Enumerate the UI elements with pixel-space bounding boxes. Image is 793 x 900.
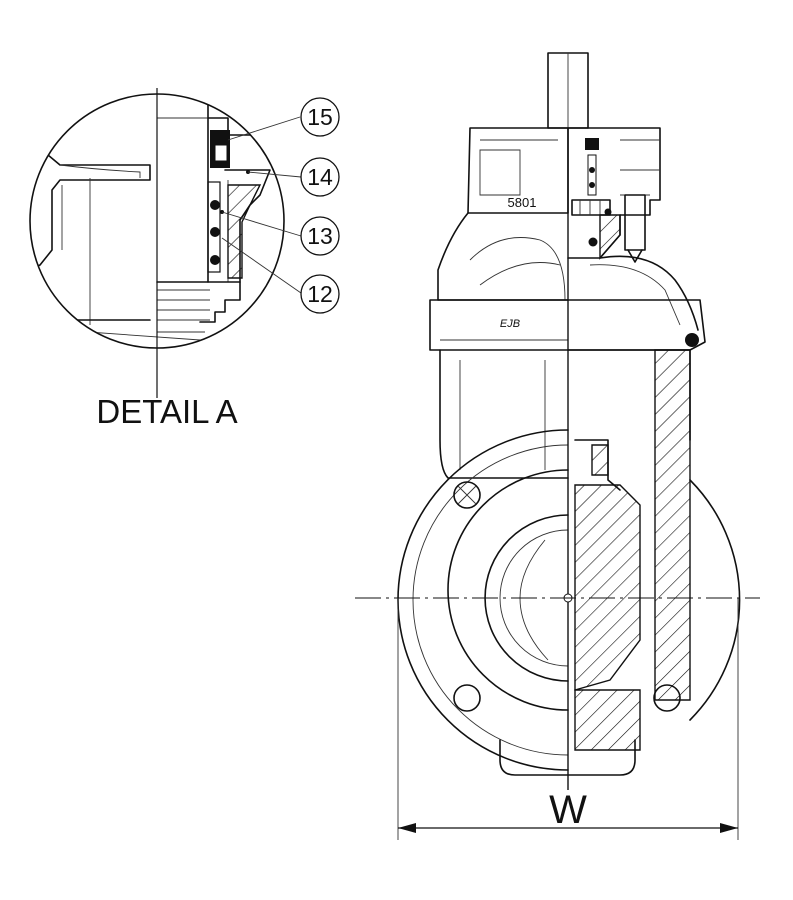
callout-13: 13 bbox=[300, 216, 340, 256]
svg-text:13: 13 bbox=[307, 223, 333, 249]
gate-wedge bbox=[574, 484, 641, 691]
svg-text:12: 12 bbox=[307, 281, 333, 307]
body-logo: EJB bbox=[500, 318, 520, 330]
end-flange-outer bbox=[397, 429, 569, 771]
body-wall-section bbox=[654, 349, 691, 701]
casting-mark: 5801 bbox=[508, 195, 537, 210]
valve-main-view: 5801 EJB bbox=[355, 52, 760, 840]
callout-12: 12 bbox=[300, 274, 340, 314]
svg-text:15: 15 bbox=[307, 104, 333, 130]
bolt-hole bbox=[653, 684, 681, 712]
callout-15: 15 bbox=[300, 97, 340, 137]
bolt-nut bbox=[685, 333, 699, 347]
bolt-hole bbox=[453, 684, 481, 712]
detail-a-view: 15 14 13 12 DETAIL A bbox=[29, 88, 340, 430]
bonnet-flange bbox=[429, 299, 706, 351]
dimension-label: W bbox=[549, 788, 587, 832]
bolt-hole bbox=[453, 481, 481, 509]
svg-text:14: 14 bbox=[307, 164, 333, 190]
detail-title: DETAIL A bbox=[96, 393, 237, 430]
callout-14: 14 bbox=[300, 157, 340, 197]
dimension-w: W bbox=[397, 598, 739, 840]
